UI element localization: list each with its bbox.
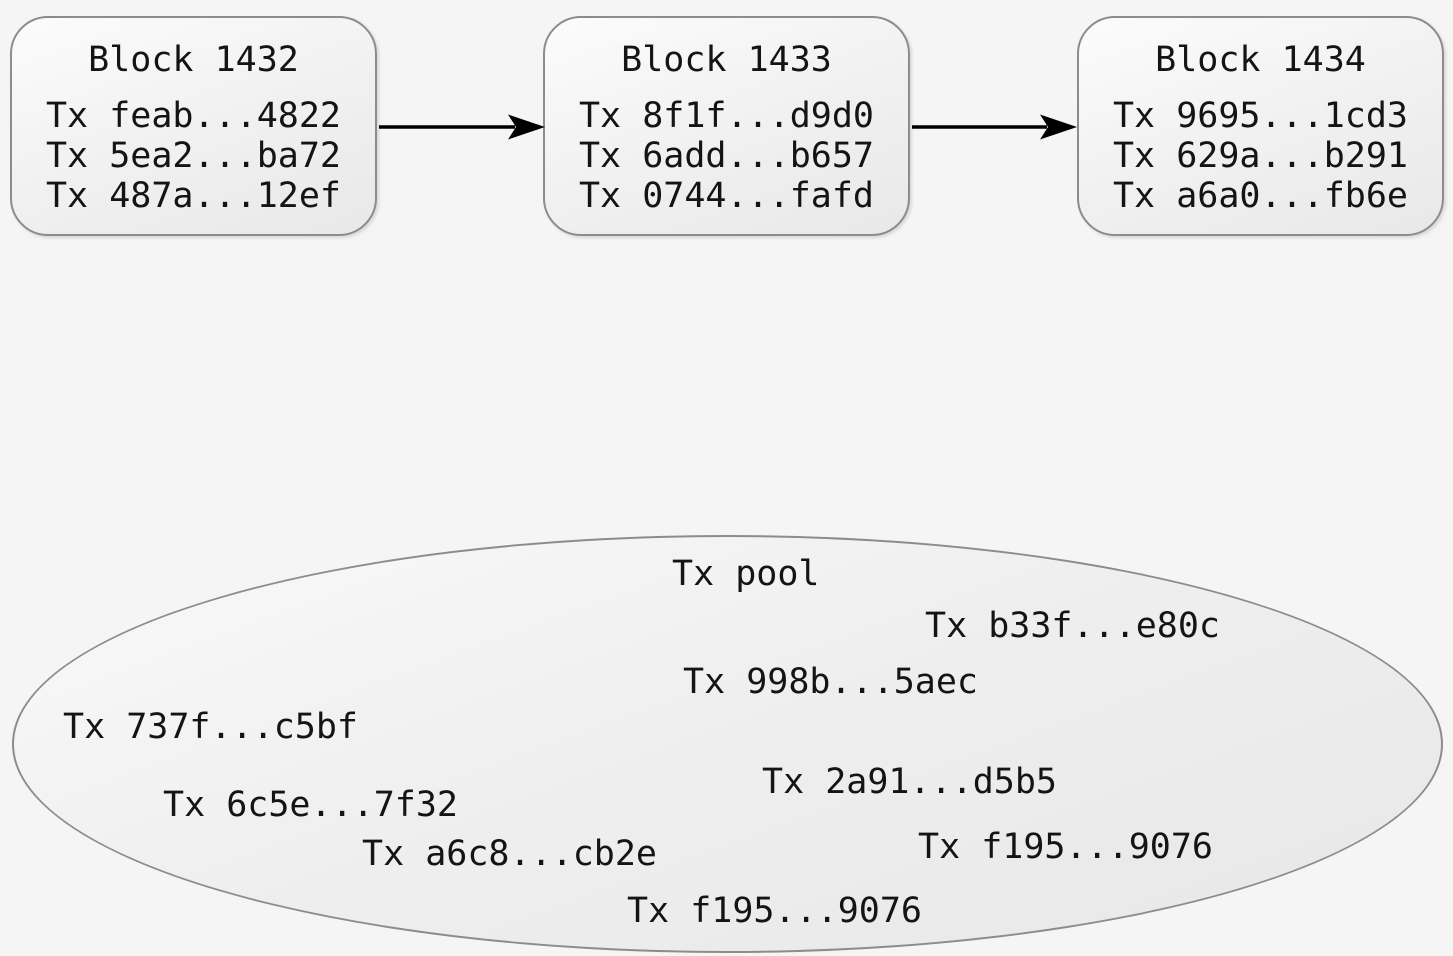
pool-label: Tx pool (672, 554, 820, 594)
block-tx-list: Tx 8f1f...d9d0 Tx 6add...b657 Tx 0744...… (545, 96, 908, 216)
arrow-right-icon (912, 114, 1077, 140)
pool-tx: Tx 2a91...d5b5 (762, 762, 1058, 802)
block-tx-list: Tx feab...4822 Tx 5ea2...ba72 Tx 487a...… (12, 96, 375, 216)
block-tx-list: Tx 9695...1cd3 Tx 629a...b291 Tx a6a0...… (1079, 96, 1442, 216)
pool-tx: Tx a6c8...cb2e (362, 834, 658, 874)
pool-tx: Tx f195...9076 (918, 827, 1214, 867)
tx-pool-ellipse (12, 535, 1443, 953)
block-node-1432: Block 1432 Tx feab...4822 Tx 5ea2...ba72… (10, 16, 377, 236)
block-tx: Tx 629a...b291 (1112, 136, 1408, 176)
block-tx: Tx 9695...1cd3 (1112, 96, 1408, 136)
block-tx: Tx 0744...fafd (578, 176, 874, 216)
pool-tx: Tx b33f...e80c (925, 606, 1221, 646)
block-tx: Tx feab...4822 (45, 96, 341, 136)
block-title: Block 1432 (88, 40, 299, 80)
block-title: Block 1434 (1155, 40, 1366, 80)
block-tx: Tx 487a...12ef (45, 176, 341, 216)
block-node-1434: Block 1434 Tx 9695...1cd3 Tx 629a...b291… (1077, 16, 1444, 236)
block-tx: Tx 8f1f...d9d0 (578, 96, 874, 136)
block-tx: Tx a6a0...fb6e (1112, 176, 1408, 216)
pool-tx: Tx 998b...5aec (683, 662, 979, 702)
pool-tx: Tx f195...9076 (627, 891, 923, 931)
block-tx: Tx 5ea2...ba72 (45, 136, 341, 176)
block-node-1433: Block 1433 Tx 8f1f...d9d0 Tx 6add...b657… (543, 16, 910, 236)
arrow-right-icon (379, 114, 545, 140)
pool-tx: Tx 6c5e...7f32 (163, 785, 459, 825)
block-tx: Tx 6add...b657 (578, 136, 874, 176)
pool-tx: Tx 737f...c5bf (63, 707, 359, 747)
block-title: Block 1433 (621, 40, 832, 80)
